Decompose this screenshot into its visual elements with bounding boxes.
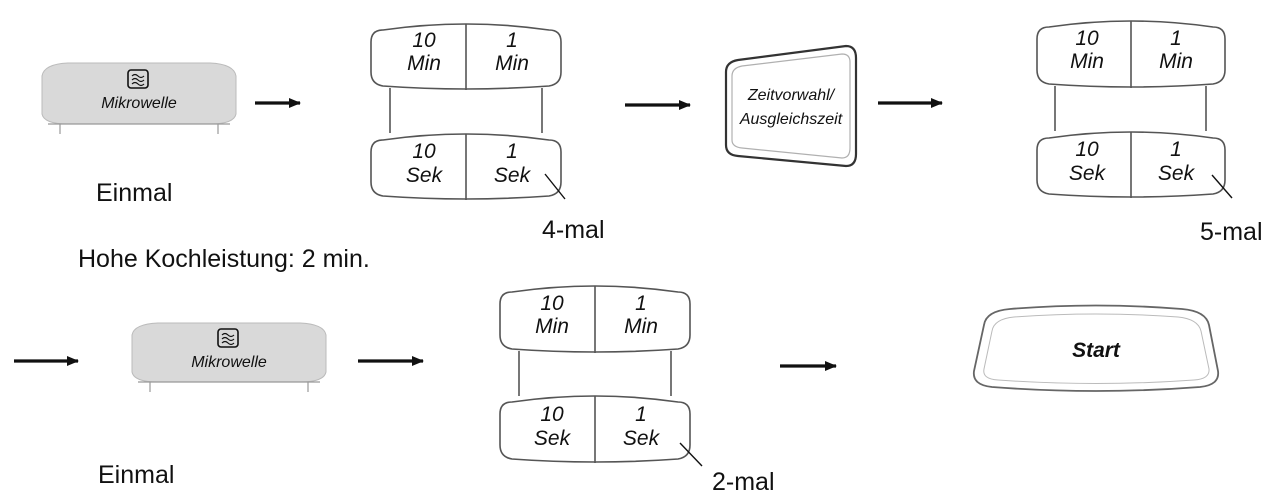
pointer-line xyxy=(679,442,703,467)
count-4-mal: 4-mal xyxy=(542,216,605,244)
einmal-label-row2: Einmal xyxy=(98,461,174,489)
start-label: Start xyxy=(1072,339,1121,362)
count-2-mal: 2-mal xyxy=(712,468,775,496)
zeitvorwahl-button: Zeitvorwahl/Ausgleichszeit xyxy=(724,44,858,168)
pointer-line xyxy=(544,173,566,200)
power-note: Hohe Kochleistung: 2 min. xyxy=(78,245,370,273)
mikrowelle-label: Mikrowelle xyxy=(191,354,267,371)
zeitvorwahl-label: Zeitvorwahl/Ausgleichszeit xyxy=(739,87,843,128)
mikrowelle-button-row2: Mikrowelle xyxy=(131,322,327,392)
einmal-label-row1: Einmal xyxy=(96,179,172,207)
mikrowelle-label: Mikrowelle xyxy=(101,95,177,112)
pointer-line xyxy=(1211,174,1233,199)
microwave-icon xyxy=(217,328,239,348)
count-5-mal: 5-mal xyxy=(1200,218,1263,246)
start-button: Start xyxy=(972,304,1220,392)
microwave-icon xyxy=(127,69,149,89)
mikrowelle-button-row1: Mikrowelle xyxy=(41,62,237,134)
